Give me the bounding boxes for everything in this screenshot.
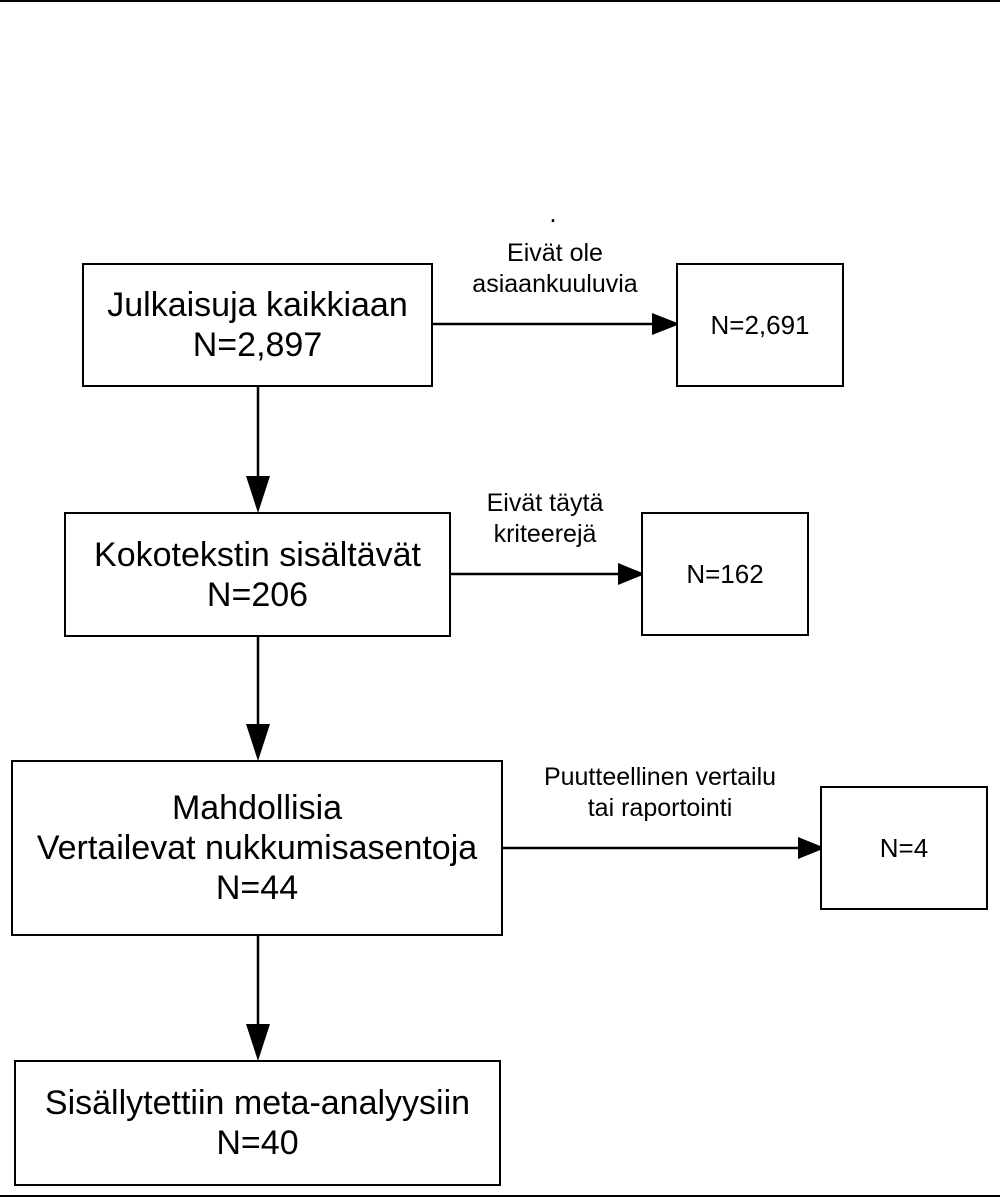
box-title: Kokotekstin sisältävät [94, 535, 421, 574]
stray-dot: . [549, 198, 557, 228]
exclusion-label-3: Puutteellinen vertailu tai raportointi [505, 762, 815, 824]
bottom-border [0, 1195, 1000, 1197]
box-title: Mahdollisia [171, 789, 343, 827]
arrow-right-3 [502, 837, 825, 859]
box-count: N=40 [216, 1124, 299, 1162]
arrow-down-1 [246, 386, 270, 513]
exclusion-label-line: asiaankuuluvia [472, 270, 638, 298]
box-count: N=206 [206, 575, 309, 614]
box-included-meta-analysis: Sisällytettiin meta-analyysiin N=40 [14, 1060, 501, 1186]
arrow-right-1 [432, 313, 680, 335]
box-count: N=2,691 [710, 310, 810, 340]
box-title: Sisällytettiin meta-analyysiin [44, 1084, 471, 1122]
box-title: Julkaisuja kaikkiaan [107, 286, 408, 324]
box-total-publications: Julkaisuja kaikkiaan N=2,897 [82, 263, 433, 387]
exclusion-label-line: Puutteellinen vertailu [543, 763, 777, 791]
exclusion-label-line: tai raportointi [587, 794, 733, 822]
box-subtitle: Vertailevat nukkumisasentoja [36, 829, 478, 867]
box-fulltext: Kokotekstin sisältävät N=206 [64, 512, 451, 637]
box-excluded-criteria: N=162 [641, 512, 809, 636]
box-count: N=4 [879, 833, 929, 863]
arrow-down-2 [246, 636, 270, 761]
exclusion-label-line: kriteerejä [493, 520, 597, 548]
box-count: N=162 [686, 559, 764, 589]
box-possible-comparative: Mahdollisia Vertailevat nukkumisasentoja… [11, 760, 503, 936]
box-count: N=44 [215, 869, 299, 907]
exclusion-label-1: Eivät ole asiaankuuluvia [430, 238, 680, 300]
box-count: N=2,897 [192, 326, 323, 364]
arrow-down-3 [246, 935, 270, 1061]
box-excluded-irrelevant: N=2,691 [676, 263, 844, 387]
box-excluded-reporting: N=4 [820, 786, 988, 910]
arrow-right-2 [450, 563, 645, 585]
exclusion-label-line: Eivät täytä [486, 489, 604, 517]
exclusion-label-2: Eivät täytä kriteerejä [420, 488, 670, 550]
exclusion-label-line: Eivät ole [507, 239, 603, 267]
top-border [0, 0, 1000, 2]
